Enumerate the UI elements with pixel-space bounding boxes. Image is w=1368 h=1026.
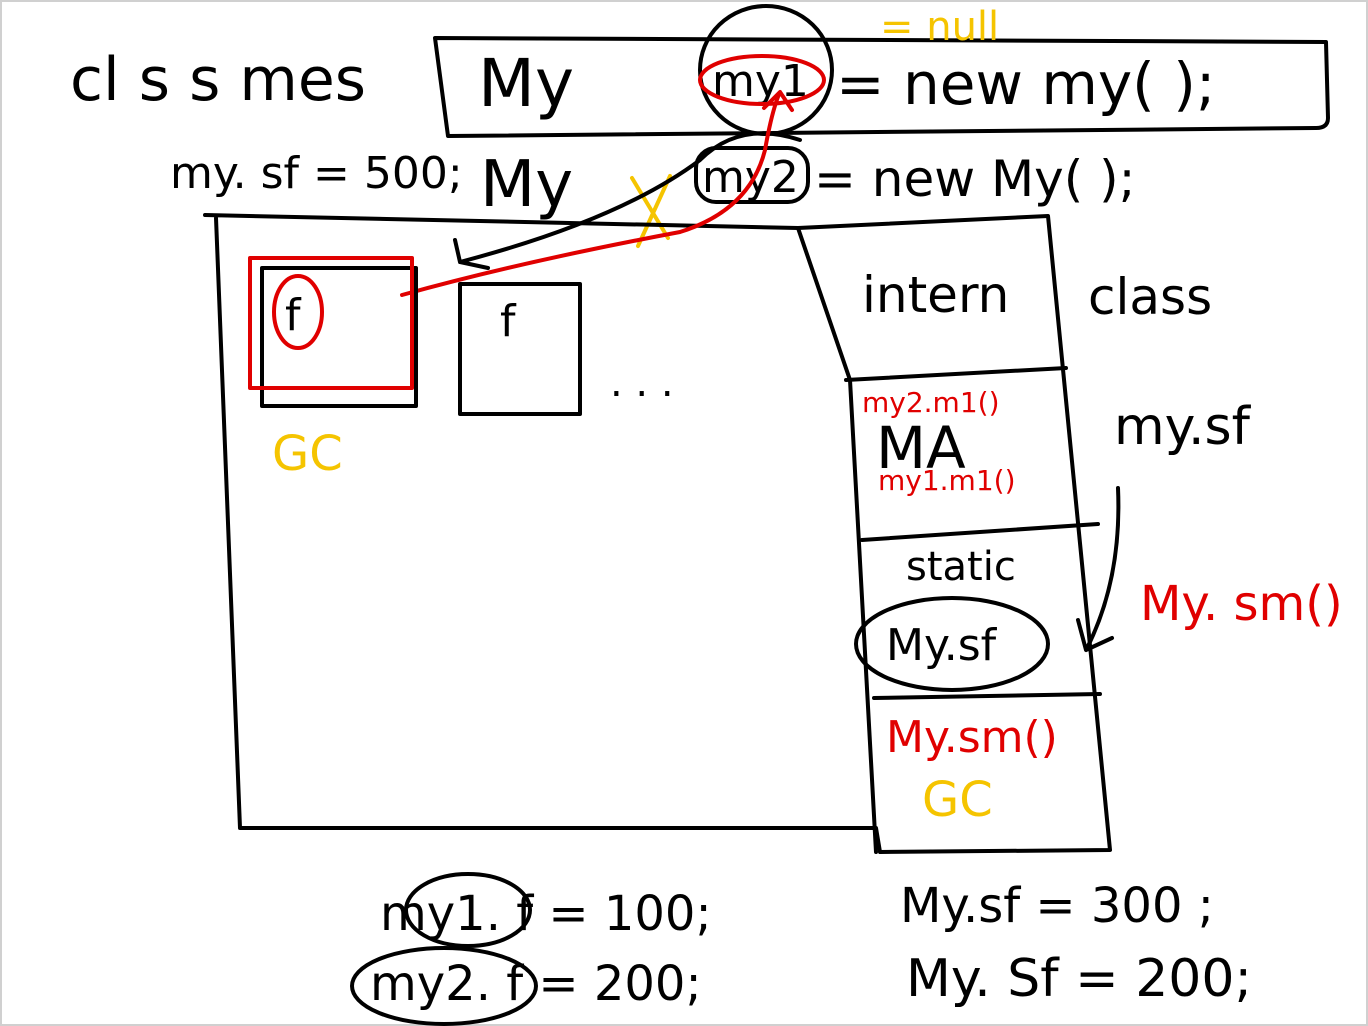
code-line1-box [433, 36, 1330, 138]
decl1-type: My [478, 45, 574, 122]
statement-left-1: my1. f = 100; [380, 886, 712, 942]
decl1-rest: = new my( ); [836, 50, 1215, 118]
pointer-arrow-black [453, 131, 802, 270]
method-calls-top: my2.m1() [862, 386, 1000, 419]
object2-box [458, 282, 582, 416]
statement-right-2: My. Sf = 200; [906, 949, 1252, 1009]
static-field: My.sf [886, 620, 998, 671]
divider-static [860, 522, 1100, 542]
static-access-note: my.sf [1114, 397, 1252, 457]
my2-box [694, 146, 810, 204]
null-note: = null [880, 4, 999, 50]
static-access-arrow [1076, 486, 1121, 652]
pointer-arrow-red [400, 90, 794, 297]
my1-statement-circle [404, 872, 532, 948]
assign-static-text: my. sf = 500; [170, 148, 463, 199]
decl2-type: My [480, 148, 573, 222]
object1-box [260, 266, 418, 408]
class-line-text: cl s s mes [70, 45, 366, 115]
heap-box [203, 213, 1112, 854]
method-calls-bottom: my1.m1() [878, 464, 1016, 497]
static-gc-label: GC [922, 772, 993, 828]
object1-field-circle [272, 274, 324, 350]
static-method-call-note: My. sm() [1140, 576, 1343, 632]
decl2-rest: = new My( ); [814, 150, 1136, 208]
my2-statement-circle [350, 946, 538, 1026]
divider-method-area [844, 366, 1068, 382]
method-area-label: MA [876, 414, 966, 482]
object2-field: f [500, 296, 517, 347]
class-word: class [1088, 268, 1212, 326]
object1-field: f [285, 290, 302, 341]
object1-red-box [248, 256, 414, 390]
divider-bottom [872, 692, 1102, 700]
crossed-out-mark [630, 174, 672, 248]
static-label: static [906, 544, 1016, 590]
heap-gc-label: GC [272, 426, 343, 482]
decl2-var: my2 [702, 152, 799, 203]
statement-right-1: My.sf = 300 ; [900, 878, 1214, 934]
static-method: My.sm() [886, 712, 1058, 763]
heap-ellipsis: . . . [610, 360, 674, 406]
static-field-circle [854, 596, 1050, 692]
my1-red-circle [698, 54, 826, 106]
memory-header: intern [862, 266, 1009, 324]
